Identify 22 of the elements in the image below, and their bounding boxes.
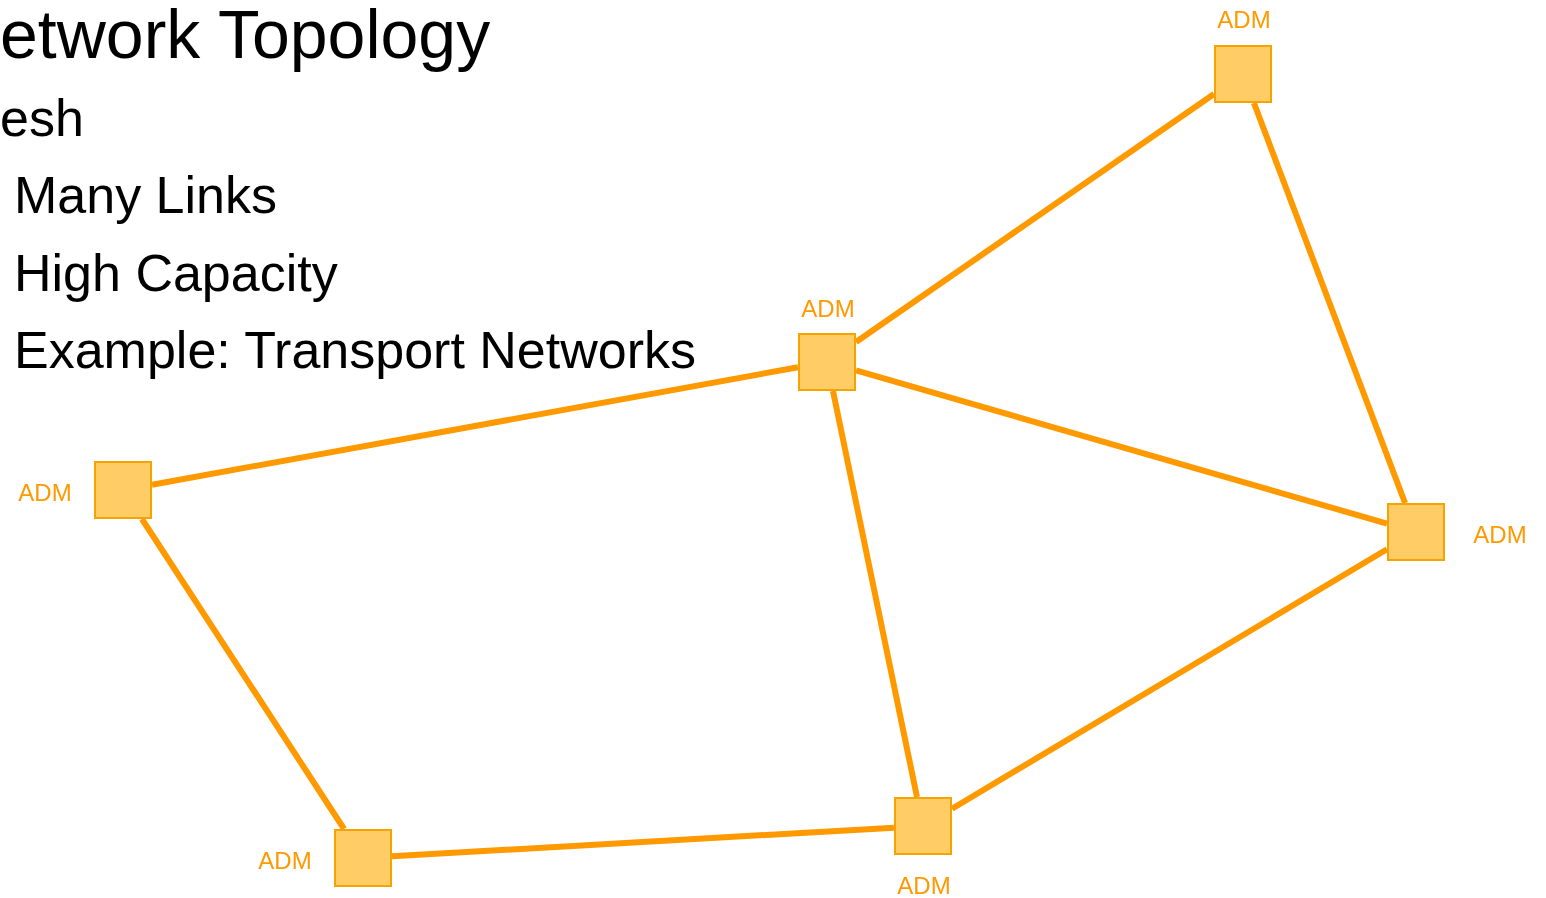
bullet-text: High Capacity — [14, 245, 338, 303]
node-label: ADM — [801, 295, 855, 323]
bullet-text: Many Links — [14, 167, 277, 225]
adm-node — [1214, 45, 1272, 103]
node-label: ADM — [897, 872, 951, 898]
heading-text: esh — [0, 90, 84, 148]
bullet-text: Example: Transport Networks — [14, 322, 697, 380]
node-label: ADM — [1473, 521, 1527, 549]
node-label: ADM — [18, 479, 72, 507]
link-line — [151, 364, 799, 488]
adm-node — [894, 797, 952, 855]
link-line — [139, 517, 347, 831]
node-label: ADM — [1217, 6, 1271, 34]
adm-node — [94, 461, 152, 519]
node-label: ADM — [258, 847, 312, 875]
adm-node — [334, 829, 392, 887]
link-line — [855, 367, 1388, 527]
link-line — [391, 824, 895, 860]
adm-node — [1387, 503, 1445, 561]
link-line — [1251, 101, 1408, 505]
adm-node — [798, 333, 856, 391]
link-line — [830, 390, 920, 798]
